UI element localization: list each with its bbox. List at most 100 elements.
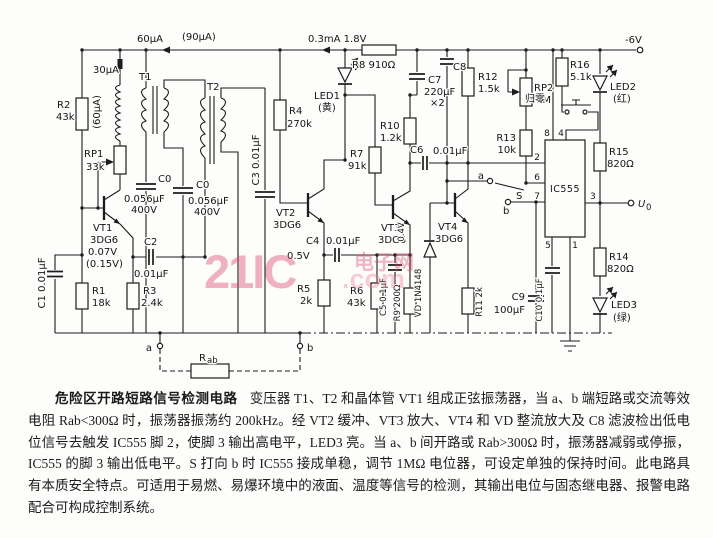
label-r3-value: 2.4k: [141, 298, 163, 309]
label-c10: C10 0.1μF: [535, 278, 545, 321]
label-current-90ua: (90μA): [182, 32, 216, 43]
terminal-b[interactable]: [296, 342, 304, 350]
transformer-t2: [199, 96, 227, 164]
label-r7-value: 91k: [348, 161, 367, 172]
label-pin4: 4: [558, 129, 564, 139]
capacitor-c8-symbol: [440, 58, 454, 65]
capacitor-c7-symbol: [409, 73, 425, 80]
resistor-r3-symbol: [126, 282, 140, 310]
capacitor-c1-symbol: [47, 270, 63, 278]
terminal-output[interactable]: [627, 199, 635, 207]
label-vt1-type: 3DG6: [90, 235, 118, 246]
led2: [592, 64, 618, 93]
transistor-vt3: [391, 195, 410, 225]
label-c4-value: 0.01μF: [326, 236, 361, 247]
label-rab-sub: ab: [207, 356, 218, 366]
label-r14-name: R14: [609, 252, 629, 263]
description-title: 危险区开路短路信号检测电路: [55, 391, 238, 406]
label-r11: R11 2k: [475, 287, 485, 317]
label-r1-value: 18k: [92, 298, 111, 309]
label-rp2-name: RP2: [534, 83, 553, 94]
label-r3-name: R3: [143, 286, 156, 297]
resistor-r13-symbol: [519, 129, 533, 157]
label-led1-color: (黄): [318, 101, 336, 114]
led1: [337, 57, 363, 85]
terminal-a[interactable]: [156, 342, 164, 350]
label-vt3-name: VT3: [381, 223, 400, 234]
capacitor-c10-symbol: [545, 267, 560, 274]
label-c3: C3 0.01μF: [251, 134, 262, 185]
switch-s[interactable]: [486, 177, 512, 206]
inductor-coil: [114, 59, 123, 142]
label-t2: T2: [206, 82, 219, 93]
label-v05: 0.5V: [287, 251, 310, 262]
label-led3-color: (绿): [613, 311, 631, 324]
label-c2-name: C2: [144, 237, 157, 248]
resistor-r9-symbol: [403, 287, 417, 315]
label-led1-name: LED1: [314, 91, 340, 102]
resistor-r1-symbol: [75, 282, 89, 310]
label-r7-name: R7: [350, 149, 363, 160]
resistor-r8-symbol: [361, 44, 397, 56]
label-r6-name: R6: [350, 286, 363, 297]
label-r15-name: R15: [609, 147, 629, 158]
resistor-r11-symbol: [461, 287, 475, 315]
label-r5-name: R5: [297, 284, 310, 295]
reset-button[interactable]: [561, 99, 591, 115]
label-pin3: 3: [590, 192, 596, 202]
label-c0b-name: C0: [196, 180, 209, 191]
label-uo: U: [638, 199, 646, 210]
label-r13-name: R13: [496, 133, 516, 144]
label-c9-name: C9: [512, 292, 525, 303]
label-switch-a: a: [478, 171, 484, 182]
capacitor-symbols: [47, 58, 560, 302]
label-c6-value: 0.01μF: [433, 146, 468, 157]
resistor-r16-symbol: [555, 57, 569, 87]
label-r15-value: 820Ω: [607, 159, 634, 170]
label-vd: VD 1N4148: [414, 269, 424, 317]
capacitor-c4-symbol: [334, 248, 340, 262]
terminal-vcc[interactable]: [636, 46, 644, 54]
label-current-03ma: 0.3mA 1.8V: [308, 34, 367, 45]
label-rp2-value: 1M: [536, 95, 551, 106]
junction-dots: [80, 48, 602, 335]
description: 危险区开路短路信号检测电路变压器 T1、T2 和晶体管 VT1 组成正弦振荡器，…: [28, 388, 690, 519]
capacitor-c6-symbol: [422, 156, 428, 170]
label-c0b-volt: 400V: [194, 207, 220, 218]
ic555: IC555: [544, 139, 586, 238]
label-r9: R9 200Ω: [393, 284, 403, 321]
resistor-r14-symbol: [593, 247, 607, 277]
transistor-vt2: [306, 193, 324, 223]
label-r10-name: R10: [380, 121, 400, 132]
label-pin5: 5: [545, 241, 551, 251]
pot-rp1-symbol: [113, 145, 127, 175]
label-r13-value: 10k: [497, 145, 516, 156]
label-v04: 0.4V: [397, 222, 407, 242]
transistor-vt4: [453, 193, 468, 223]
label-vt2-type: 3DG6: [273, 220, 301, 231]
resistor-r4-symbol: [273, 99, 287, 131]
label-reset: 归零: [525, 92, 545, 105]
label-r1-name: R1: [92, 286, 105, 297]
label-c4-name: C4: [306, 236, 319, 247]
label-r12-value: 1.5k: [478, 84, 500, 95]
capacitor-c9-symbol: [528, 295, 544, 302]
current-tick: [117, 59, 123, 69]
label-r2-value: 43k: [56, 112, 75, 123]
capacitor-c0b-symbol: [173, 187, 193, 194]
current-arrow-mid: [322, 46, 330, 54]
label-vt1-name: VT1: [93, 223, 112, 234]
resistor-rab-symbol: [190, 363, 230, 379]
ic555-label: IC555: [550, 184, 580, 195]
capacitor-c3-symbol: [255, 191, 275, 198]
resistor-r12-symbol: [461, 67, 475, 97]
label-r10-value: 1.2k: [380, 133, 402, 144]
label-r14-value: 820Ω: [607, 264, 634, 275]
label-c1: C1 0.01μF: [37, 257, 48, 308]
capacitor-c2-symbol: [148, 249, 154, 265]
label-c0a-value: 0.056μF: [124, 194, 165, 205]
current-arrow-left: [162, 46, 170, 54]
label-pin8: 8: [544, 129, 550, 139]
capacitor-c5-symbol: [388, 264, 402, 271]
